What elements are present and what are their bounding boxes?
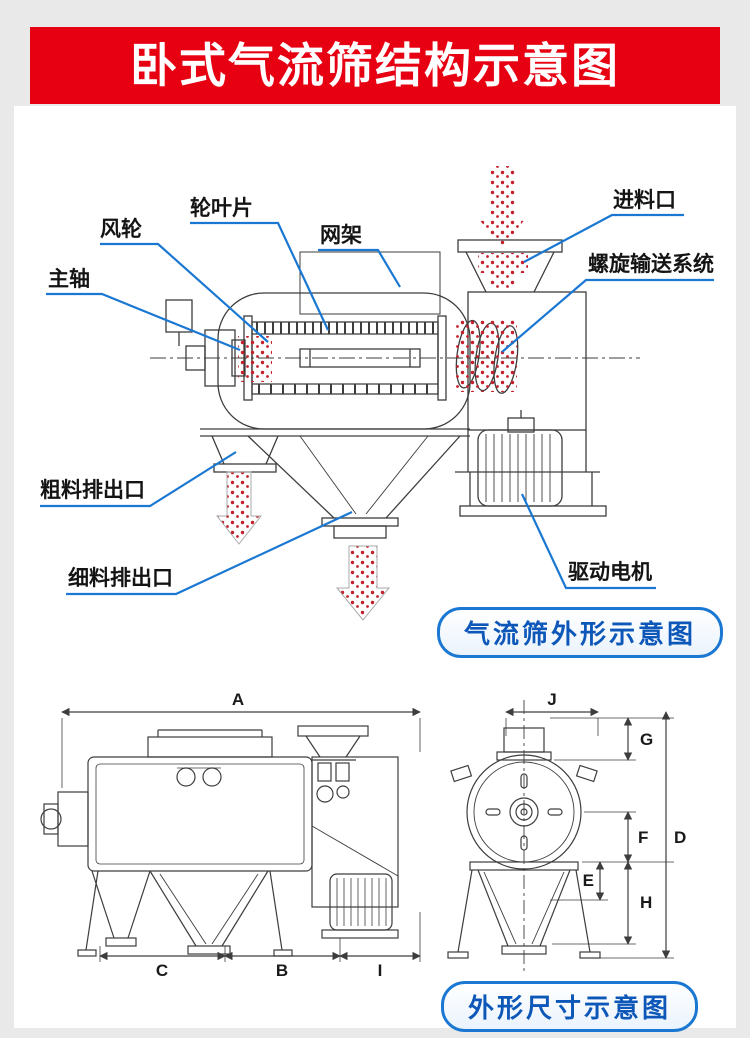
particle-flows (215, 166, 528, 621)
dimensions-badge: 外形尺寸示意图 (441, 981, 699, 1032)
drive-motor-shape (477, 429, 563, 507)
dim-letter-B: B (276, 961, 288, 980)
feed-particle-arrow (478, 166, 526, 248)
dim-letter-I: I (378, 961, 383, 980)
label-spiral-conveyor: 螺旋输送系统 (588, 253, 714, 276)
feed-inlet-shape (457, 239, 563, 253)
title-banner: 卧式气流筛结构示意图 (30, 27, 720, 104)
leader-wheel-blade (190, 221, 329, 331)
callout-lines (40, 213, 714, 596)
fine-particle-arrow (335, 545, 391, 621)
leader-coarse-outlet (40, 451, 237, 508)
dim-letter-D: D (674, 828, 686, 847)
label-wind-wheel: 风轮 (100, 218, 142, 241)
dim-letter-C: C (156, 961, 168, 980)
dimension-drawings (40, 700, 674, 972)
structure-drawing (150, 239, 640, 539)
coarse-outlet-shape (211, 435, 225, 465)
leader-wind-wheel (100, 242, 269, 343)
label-main-shaft: 主轴 (48, 268, 90, 291)
label-drive-motor: 驱动电机 (568, 561, 652, 584)
leader-drive-motor (521, 493, 656, 590)
dim-letter-G: G (640, 730, 653, 749)
label-mesh-frame: 网架 (320, 224, 362, 247)
dimension-letters: A C B I J G F E H D (156, 690, 686, 980)
coarse-particle-arrow (215, 471, 263, 545)
leader-spiral (501, 278, 714, 353)
leader-main-shaft (46, 292, 241, 352)
structure-badge: 气流筛外形示意图 (437, 607, 724, 658)
leader-mesh-frame (318, 248, 401, 288)
leader-feed-inlet (523, 213, 684, 263)
fine-hopper-shape (247, 435, 335, 519)
dim-letter-J: J (547, 690, 556, 709)
label-wheel-blade: 轮叶片 (190, 197, 253, 220)
page-title: 卧式气流筛结构示意图 (130, 39, 620, 92)
dim-letter-A: A (232, 690, 244, 709)
label-feed-inlet: 进料口 (613, 189, 676, 212)
dim-letter-F: F (638, 828, 648, 847)
dim-letter-H: H (640, 893, 652, 912)
mesh-frame-shape (299, 251, 441, 315)
label-coarse-outlet: 粗料排出口 (40, 479, 145, 502)
label-fine-outlet: 细料排出口 (68, 567, 173, 590)
leader-fine-outlet (66, 511, 353, 596)
dim-letter-E: E (583, 871, 594, 890)
